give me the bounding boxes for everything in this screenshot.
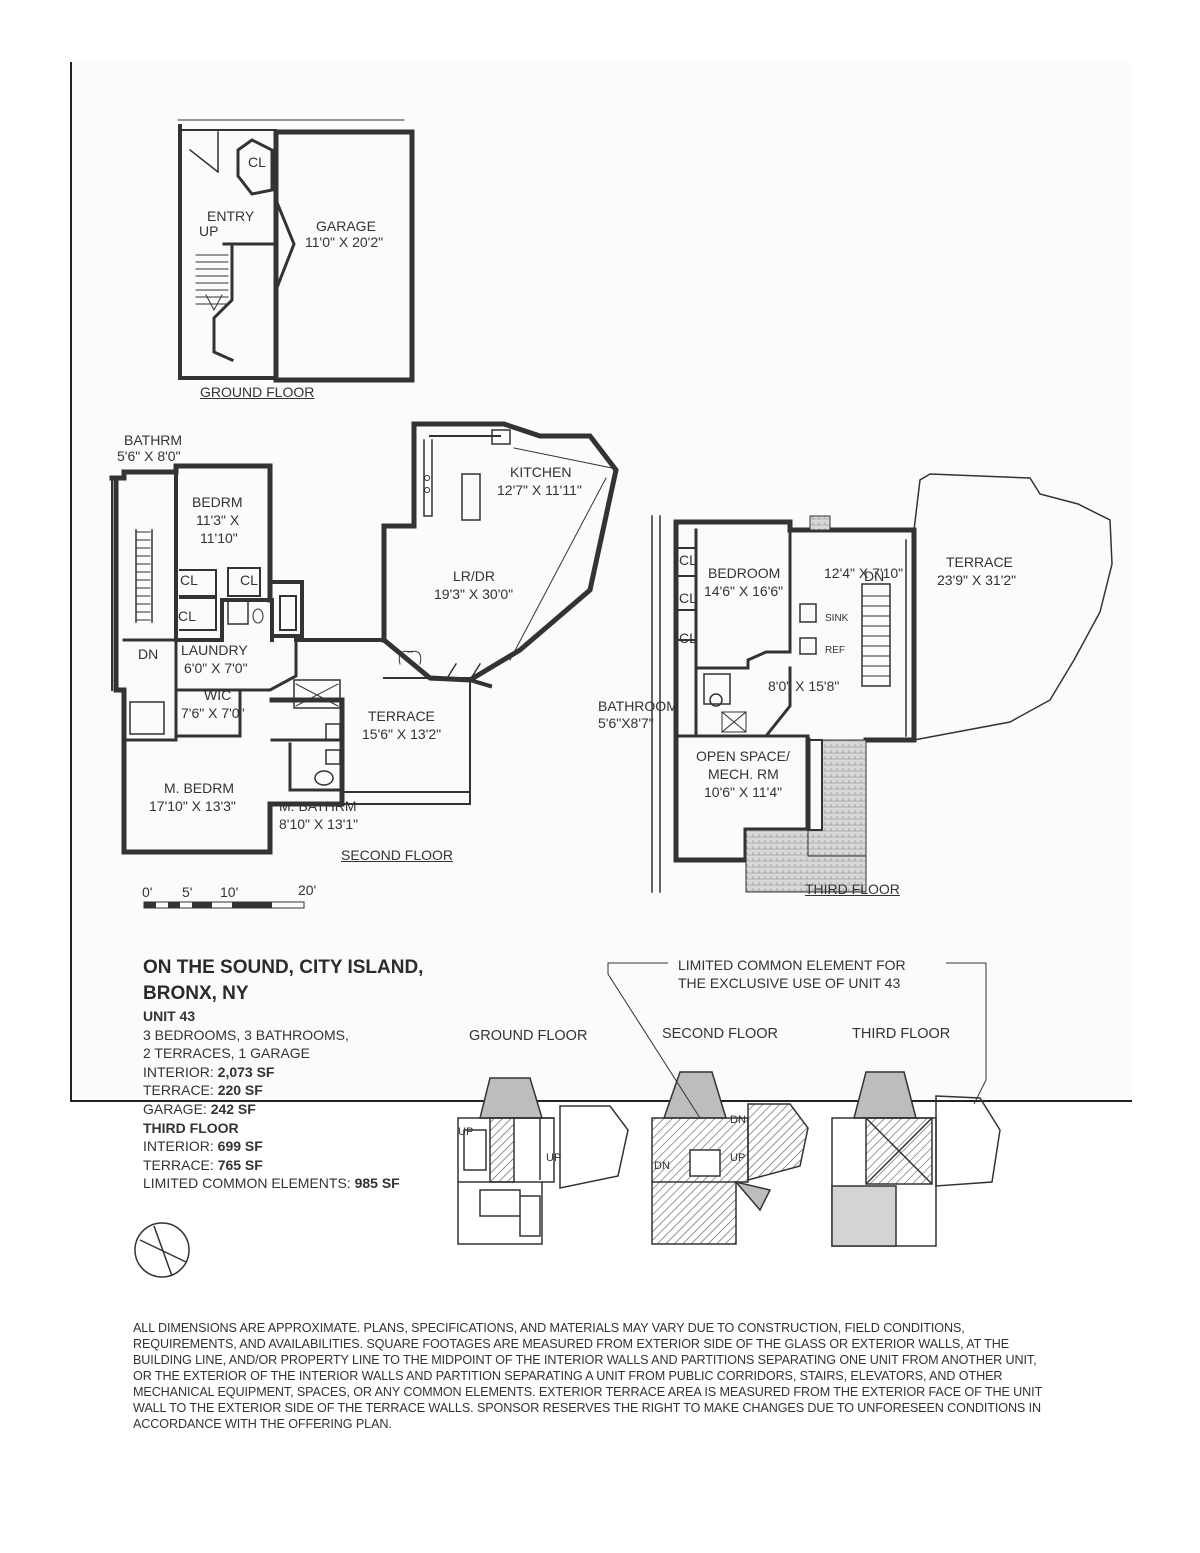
interior-area: INTERIOR: 2,073 SF <box>143 1063 275 1080</box>
wic-dimensions: 7'6" X 7'0" <box>181 705 245 721</box>
scale-label-10: 10' <box>220 884 239 900</box>
second-cl-label-1: CL <box>180 572 198 588</box>
second-dn-label: DN <box>138 646 159 662</box>
brochure-sheet <box>70 62 1132 1102</box>
third-terrace-label: TERRACE <box>946 554 1013 570</box>
laundry-label: LAUNDRY <box>181 642 248 658</box>
bathrm-dimensions: 5'6" X 8'0" <box>117 448 181 464</box>
m-bathrm-label: M. BATHRM <box>279 798 357 814</box>
scale-label-5: 5' <box>182 884 193 900</box>
third-bathroom-label: BATHROOM <box>598 698 678 714</box>
bathrm-label: BATHRM <box>124 432 183 448</box>
m-bedrm-label: M. BEDRM <box>164 780 234 796</box>
open-space-dimensions: 10'6" X 11'4" <box>704 784 783 800</box>
third-dn-label: DN <box>864 568 885 584</box>
leader-lines <box>607 962 987 1119</box>
third-cl-label-1: CL <box>679 552 697 568</box>
garage-area: GARAGE: 242 SF <box>143 1100 256 1117</box>
ref-label: REF <box>825 645 845 656</box>
open-space-label: OPEN SPACE/ <box>696 748 790 764</box>
project-title-line-1: ON THE SOUND, CITY ISLAND, <box>143 957 424 978</box>
third-interior-area: INTERIOR: 699 SF <box>143 1138 263 1155</box>
m-bathrm-dimensions: 8'10" X 13'1" <box>279 816 359 832</box>
unit-number: UNIT 43 <box>143 1008 196 1024</box>
ground-floor-title: GROUND FLOOR <box>200 384 315 400</box>
third-terrace-dimensions: 23'9" X 31'2" <box>937 572 1017 588</box>
north-arrow-icon <box>134 1222 190 1278</box>
key-up-label-2: UP <box>546 1152 562 1164</box>
scale-label-20: 20' <box>298 882 317 898</box>
disclaimer-text: ALL DIMENSIONS ARE APPROXIMATE. PLANS, S… <box>133 1321 1042 1431</box>
third-bathroom-dimensions: 5'6"X8'7" <box>598 715 654 731</box>
kitchen-label: KITCHEN <box>510 464 572 480</box>
second-cl-label-2: CL <box>240 572 258 588</box>
third-floor-heading: THIRD FLOOR <box>143 1119 239 1136</box>
lr-dr-dimensions: 19'3" X 30'0" <box>434 586 514 602</box>
third-bedroom-label: BEDROOM <box>708 565 781 581</box>
garage-label: GARAGE <box>316 218 376 234</box>
key-plan-second <box>651 1071 809 1245</box>
entry-label: ENTRY <box>207 208 255 224</box>
bedrm-dimensions-2: 11'10" <box>200 530 238 546</box>
third-cl-label-3: CL <box>679 630 697 646</box>
wic-label: WIC <box>204 687 232 703</box>
terrace-area: TERRACE: 220 SF <box>143 1082 263 1099</box>
key-second-title: SECOND FLOOR <box>662 1026 779 1042</box>
bedrm-label: BEDRM <box>192 494 243 510</box>
lr-dr-label: LR/DR <box>453 568 496 584</box>
third-upper-dimensions: 12'4" X 7'10" <box>824 565 904 581</box>
garage-dimensions: 11'0" X 20'2" <box>305 234 384 250</box>
key-up-label-3: UP <box>730 1152 746 1164</box>
third-cl-label-2: CL <box>679 590 697 606</box>
second-floor-title: SECOND FLOOR <box>341 847 454 863</box>
third-floor-title: THIRD FLOOR <box>805 881 900 897</box>
key-plan-ground <box>457 1077 629 1245</box>
key-ground-title: GROUND FLOOR <box>469 1028 588 1044</box>
unit-summary-line-2: 2 TERRACES, 1 GARAGE <box>143 1045 311 1062</box>
m-bedrm-dimensions: 17'10" X 13'3" <box>149 798 236 814</box>
third-floor-plan <box>651 473 1113 893</box>
bedrm-dimensions-1: 11'3" X <box>196 512 240 528</box>
sink-label: SINK <box>825 613 849 624</box>
lce-note-line-2: THE EXCLUSIVE USE OF UNIT 43 <box>678 975 901 991</box>
scale-label-0: 0' <box>142 884 153 900</box>
ground-floor-plan <box>177 119 415 383</box>
second-terrace-label: TERRACE <box>368 708 435 724</box>
key-dn-label-2: DN <box>654 1160 670 1172</box>
ground-cl-label: CL <box>248 154 266 170</box>
third-lower-dimensions: 8'0" X 15'8" <box>768 678 840 694</box>
laundry-dimensions: 6'0" X 7'0" <box>184 660 248 676</box>
lce-note-line-1: LIMITED COMMON ELEMENT FOR <box>678 957 906 973</box>
limited-common-elements-area: LIMITED COMMON ELEMENTS: 985 SF <box>143 1175 400 1192</box>
key-third-title: THIRD FLOOR <box>852 1026 951 1042</box>
kitchen-dimensions: 12'7" X 11'11" <box>497 482 582 498</box>
project-title-line-2: BRONX, NY <box>143 983 249 1004</box>
third-terrace-area: TERRACE: 765 SF <box>143 1156 263 1173</box>
unit-info: ON THE SOUND, CITY ISLAND, BRONX, NY UNI… <box>143 955 423 1193</box>
key-up-label-1: UP <box>458 1126 474 1138</box>
second-cl-label-3: CL <box>178 608 196 624</box>
key-plan-third <box>831 1071 1001 1247</box>
key-dn-label-1: DN <box>730 1114 746 1126</box>
ground-up-label: UP <box>199 223 219 239</box>
third-bedroom-dimensions: 14'6" X 16'6" <box>704 583 784 599</box>
scale-bar <box>143 901 305 909</box>
second-floor-plan <box>109 421 619 855</box>
mech-room-label: MECH. RM <box>708 766 779 782</box>
second-terrace-dimensions: 15'6" X 13'2" <box>362 726 442 742</box>
unit-summary-line-1: 3 BEDROOMS, 3 BATHROOMS, <box>143 1026 349 1043</box>
